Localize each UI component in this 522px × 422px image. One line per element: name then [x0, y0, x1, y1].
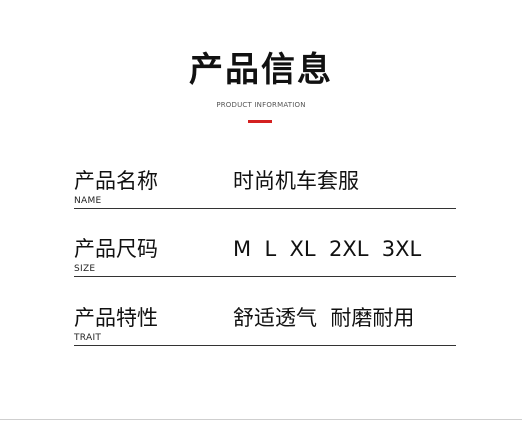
info-row-trait: 产品特性 TRAIT 舒适透气 耐磨耐用: [74, 305, 456, 346]
row-label-en: SIZE: [74, 264, 96, 274]
row-label: 产品尺码: [74, 237, 158, 261]
page-subtitle: PRODUCT INFORMATION: [216, 101, 306, 109]
row-label: 产品名称: [74, 169, 158, 193]
bottom-divider: [0, 419, 522, 420]
row-label-en: NAME: [74, 196, 102, 206]
row-label-en: TRAIT: [74, 333, 102, 343]
info-row-name: 产品名称 NAME 时尚机车套服: [74, 168, 456, 209]
row-value: 时尚机车套服: [233, 169, 359, 193]
row-value: 舒适透气 耐磨耐用: [233, 306, 415, 330]
row-label: 产品特性: [74, 306, 158, 330]
page-title: 产品信息: [189, 50, 333, 90]
accent-divider: [248, 120, 272, 123]
row-value: M L XL 2XL 3XL: [233, 237, 422, 261]
info-row-size: 产品尺码 SIZE M L XL 2XL 3XL: [74, 236, 456, 277]
